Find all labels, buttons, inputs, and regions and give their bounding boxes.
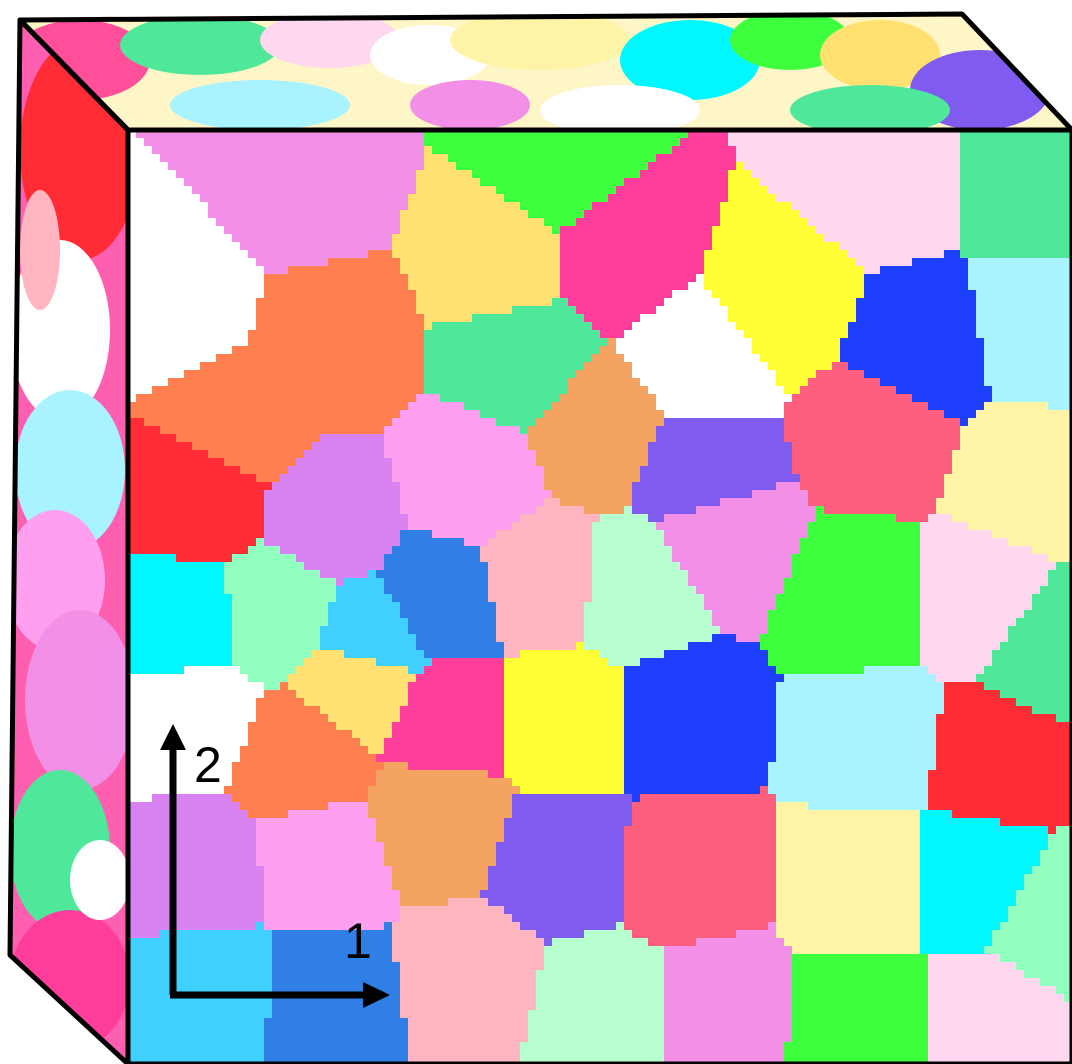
cube-front-face (128, 130, 1072, 1064)
axis-1-label: 1 (344, 913, 372, 969)
axis-2-label: 2 (194, 737, 222, 793)
